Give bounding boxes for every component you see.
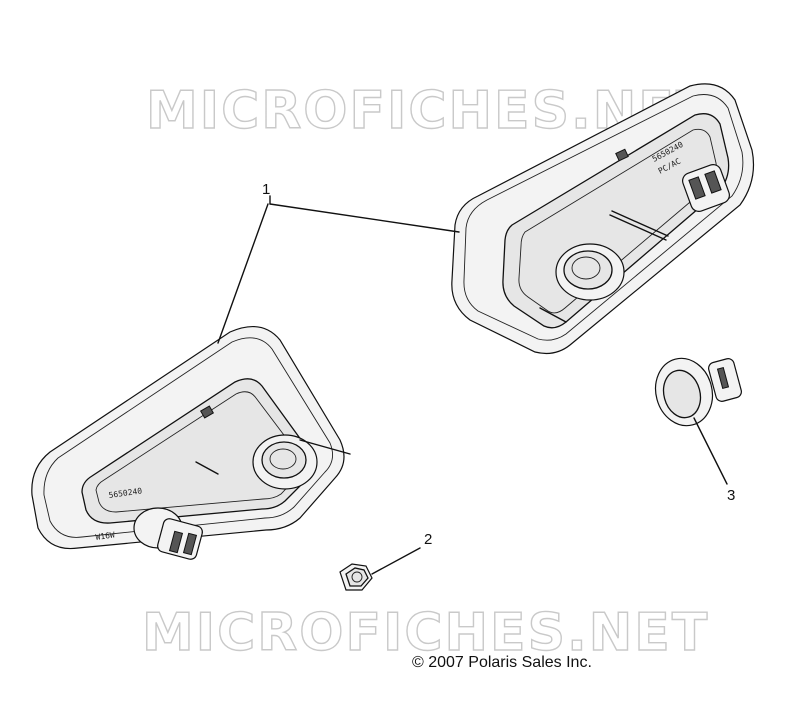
callout-3: 3 [727,487,735,504]
bulb-socket-part [654,357,742,427]
left-lamp-bulb: W16W [95,530,116,542]
copyright-notice: © 2007 Polaris Sales Inc. [412,654,592,671]
callout-1: 1 [262,181,270,198]
leader-lines [217,195,728,575]
callout-2: 2 [424,531,432,548]
watermark-bottom: MICROFICHES.NET [142,603,709,663]
tail-lamp-right: 5650240 PC/AC [451,83,755,355]
hex-nut-part [339,563,373,591]
tail-lamp-left: 5650240 W16W [31,325,351,560]
